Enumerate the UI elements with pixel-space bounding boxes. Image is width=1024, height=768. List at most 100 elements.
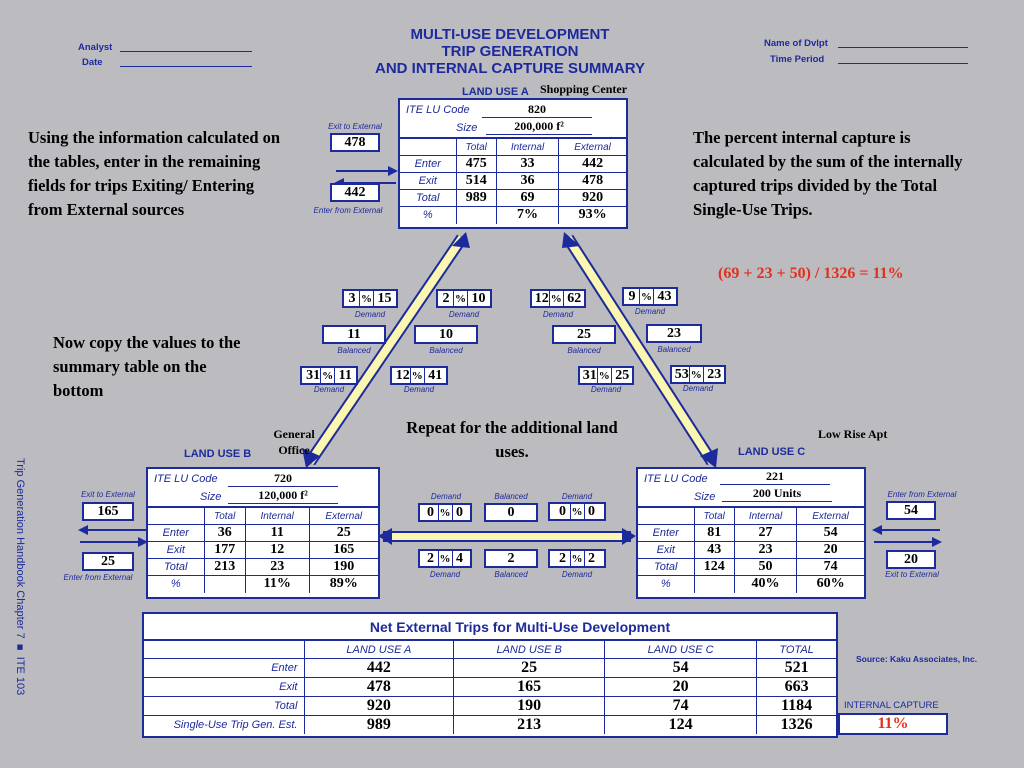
analyst-label: Analyst [78,42,113,53]
analyst-line [120,51,252,52]
land-use-b-label: LAND USE B [184,448,252,460]
internal-header: Internal [495,138,560,156]
ab-demand-4: 12% 41 [390,366,448,385]
c-exit-total: 43 [693,541,735,559]
b-enter-external: 25 [308,524,378,542]
size-label: Size [200,491,222,503]
total-label: Total [148,558,205,576]
summary-row-label: Exit [144,677,305,697]
a-total-total: 989 [455,189,497,207]
b-pct-internal: 11% [244,575,310,593]
c-exit-external: 20 [796,541,864,559]
balanced-label: Balanced [337,346,371,355]
total-header: Total [693,507,735,525]
a-enter-ext-label: Enter from External [313,206,383,215]
demand-label: Demand [403,385,435,394]
summary-cell: 25 [453,658,606,678]
b-total-external: 190 [308,558,378,576]
summary-row-label: Enter [144,658,305,678]
land-use-c-label: LAND USE C [738,446,806,458]
ac-demand-3: 31% 25 [578,366,634,385]
summary-cell: 213 [453,715,606,734]
summary-cell: 74 [604,696,758,716]
b-exit-external: 165 [308,541,378,559]
a-exit-total: 514 [455,172,497,190]
a-pct-external: 93% [558,206,626,224]
b-pct-total [203,575,246,593]
note-right-1: The percent internal capture is calculat… [693,128,963,219]
balanced-label: Balanced [567,346,601,355]
summary-cell: 989 [303,715,455,734]
internal-capture-label: INTERNAL CAPTURE [844,700,939,711]
summary-cell: 663 [756,677,836,697]
size-label: Size [456,122,478,134]
internal-header: Internal [244,507,310,525]
summary-cell: 54 [604,658,758,678]
demand-label: Demand [682,384,714,393]
c-enter-external: 54 [796,524,864,542]
summary-table: LAND USE A LAND USE B LAND USE C TOTAL E… [144,640,836,734]
c-pct-internal: 40% [733,575,798,593]
source-note: Source: Kaku Associates, Inc. [856,654,978,664]
note-middle: Repeat for the additional land uses. [406,418,618,461]
summary-cell: 478 [303,677,455,697]
bc-demand-2: 0 % 0 [548,502,606,521]
a-total-internal: 69 [495,189,560,207]
note-left-2: Now copy the values to the summary table… [53,333,241,400]
bc-arrow [383,531,631,542]
b-total-internal: 23 [244,558,310,576]
demand-label: Demand [429,570,461,579]
demand-label: Demand [590,385,622,394]
balanced-label: Balanced [657,345,691,354]
a-enter-internal: 33 [495,155,560,173]
bc-balanced-2: 2 [484,549,538,568]
internal-capture-value: 11% [838,713,948,735]
exit-label: Exit [148,541,205,559]
pct-label: % [148,575,205,593]
c-total-total: 124 [693,558,735,576]
date-line [120,66,252,67]
summary-header-a: LAND USE A [303,640,455,659]
b-exit-total: 177 [203,541,246,559]
external-header: External [796,507,864,525]
land-use-a-code: 820 [482,102,592,118]
external-header: External [558,138,626,156]
summary-cell: 124 [604,715,758,734]
b-exit-internal: 12 [244,541,310,559]
demand-label: Demand [561,570,593,579]
exit-label: Exit [400,172,457,190]
bc-balanced-1: 0 [484,503,538,522]
demand-label: Demand [448,310,480,319]
land-use-a-name: Shopping Center [540,82,628,96]
summary-cell: 1184 [756,696,836,716]
internal-header: Internal [733,507,798,525]
period-line [838,63,968,64]
demand-label: Demand [430,492,462,501]
page-title: MULTI-USE DEVELOPMENT TRIP GENERATION AN… [300,26,720,77]
exit-label: Exit [638,541,695,559]
dvlpt-line [838,47,968,48]
ac-balanced-1: 25 [552,325,616,344]
a-exit-ext-label: Exit to External [328,122,382,131]
a-exit-external: 478 [558,172,626,190]
bc-demand-3: 2 % 4 [418,549,472,568]
ite-code-label: ITE LU Code [644,473,708,485]
c-total-internal: 50 [733,558,798,576]
a-exit-ext-value: 478 [330,133,380,152]
c-exit-internal: 23 [733,541,798,559]
b-exit-ext-value: 165 [82,502,134,521]
summary-cell: 190 [453,696,606,716]
title-line-2: TRIP GENERATION [441,43,579,60]
land-use-c-name: Low Rise Apt [818,427,888,441]
period-label: Time Period [770,54,825,65]
pct-label: % [400,206,457,224]
b-pct-external: 89% [308,575,378,593]
b-enter-total: 36 [203,524,246,542]
ab-arrow [306,235,466,465]
c-enter-ext-label: Enter from External [887,490,957,499]
ab-balanced-2: 10 [414,325,478,344]
